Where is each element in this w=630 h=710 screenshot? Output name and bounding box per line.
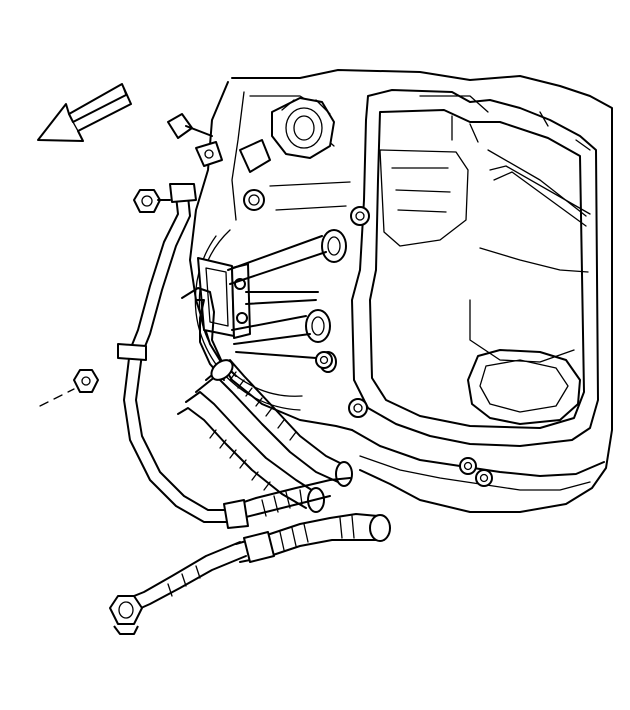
line-bracket xyxy=(197,257,251,339)
line-bolt-upper xyxy=(133,189,171,213)
bracket-bolt-top xyxy=(167,113,223,167)
case-stud-lower xyxy=(315,351,333,369)
transmission-case xyxy=(231,69,613,513)
cooler-line-steel-lower xyxy=(231,315,317,359)
cooler-hose-lower xyxy=(223,477,391,563)
cooler-line-lower xyxy=(123,541,247,613)
cooler-hose-middle xyxy=(177,287,353,513)
direction-arrow-icon xyxy=(37,83,132,142)
case-bolt-lower xyxy=(348,398,368,418)
fitting-nut-bottom xyxy=(109,595,143,635)
case-bolt-pan-2 xyxy=(475,469,493,487)
case-bolt-upper xyxy=(350,206,370,226)
cooler-line-outer xyxy=(117,183,227,523)
case-bolt-pan-1 xyxy=(459,457,477,475)
cooler-line-steel-upper xyxy=(227,235,327,305)
top-connector xyxy=(239,97,335,211)
fastener-bolt-left xyxy=(39,369,99,407)
cooler-port-upper xyxy=(321,229,347,263)
